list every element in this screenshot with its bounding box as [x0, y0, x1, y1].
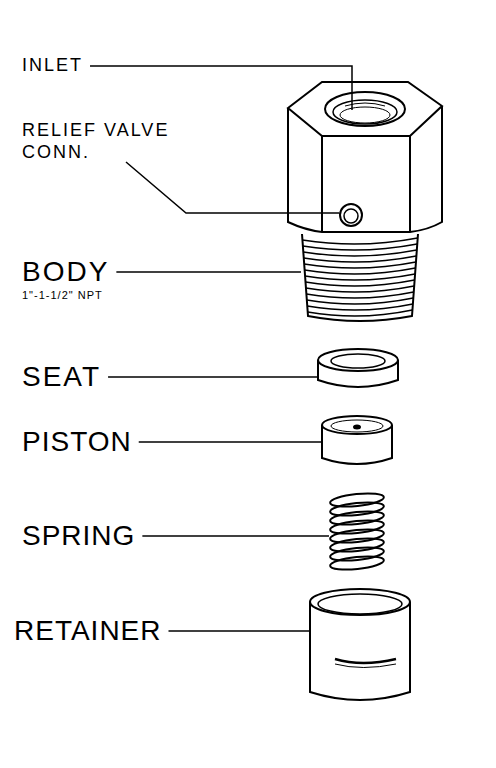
spring	[330, 491, 385, 572]
seat-ring	[318, 349, 398, 387]
thread-line	[306, 286, 414, 292]
leader-line	[139, 441, 321, 443]
leader-line	[108, 376, 318, 378]
part-label: PISTON	[22, 425, 132, 459]
retainer	[310, 589, 410, 700]
part-label: INLET	[22, 55, 83, 77]
thread-line	[305, 274, 415, 280]
leader-line	[90, 66, 352, 110]
thread-line	[303, 244, 417, 250]
body-hex	[288, 82, 442, 232]
part-label: BODY	[22, 255, 109, 289]
thread-line	[306, 280, 415, 286]
thread-line	[304, 256, 416, 262]
part-label: RETAINER	[14, 614, 162, 648]
part-label: SEAT	[22, 360, 101, 394]
thread-line	[303, 250, 416, 256]
thread-line	[306, 292, 413, 298]
piston	[322, 416, 392, 464]
part-label: RELIEF VALVE CONN.	[22, 120, 212, 163]
leader-line	[126, 162, 339, 213]
thread-line	[308, 310, 413, 316]
leader-line	[142, 535, 329, 537]
body-thread	[302, 234, 418, 321]
spring-coil	[330, 554, 385, 572]
size-note: 1"-1-1/2" NPT	[22, 289, 103, 302]
thread-line	[307, 298, 413, 304]
thread-line	[307, 304, 412, 310]
thread-line	[304, 262, 416, 268]
thread-line	[302, 238, 417, 244]
leader-line	[169, 630, 310, 632]
leader-line	[116, 271, 301, 273]
thread-line	[305, 268, 416, 274]
part-label: SPRING	[22, 519, 135, 553]
relief-hole	[340, 204, 362, 226]
